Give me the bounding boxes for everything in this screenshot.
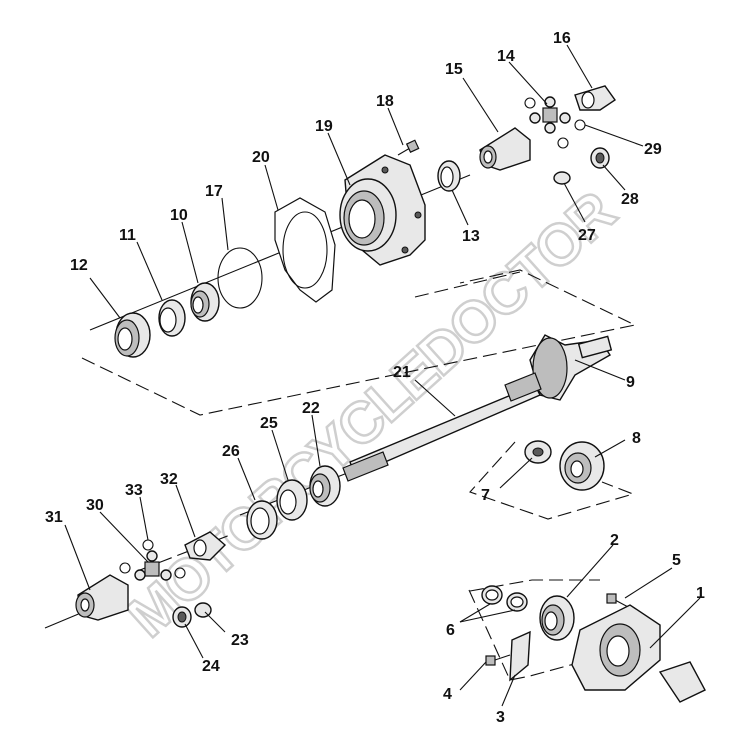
callout-18: 18 <box>376 93 394 110</box>
callout-30: 30 <box>86 497 104 514</box>
part-27-washer <box>553 171 571 185</box>
part-19-bearing-housing <box>339 154 426 266</box>
part-1-housing <box>571 604 706 703</box>
callout-32: 32 <box>160 471 178 488</box>
part-18-bolt <box>397 139 420 156</box>
part-20-gasket <box>274 197 336 303</box>
callout-28: 28 <box>621 191 639 208</box>
leader-lines <box>64 44 701 707</box>
callout-15: 15 <box>445 61 463 78</box>
callout-22: 22 <box>302 400 320 417</box>
part-30-cross-joint <box>134 550 172 581</box>
part-25-bearing <box>276 479 308 521</box>
part-28-nut <box>590 147 610 169</box>
upper-assembly-outline <box>81 269 637 416</box>
callout-26: 26 <box>222 443 240 460</box>
part-9-bevel-gear <box>529 334 613 401</box>
part-21-shaft <box>342 372 542 482</box>
callout-2: 2 <box>610 532 619 549</box>
part-2-bearing <box>539 595 575 641</box>
callout-labels: 1 2 3 4 5 6 7 8 9 10 11 12 13 14 15 16 1… <box>45 30 705 726</box>
part-22-bearing <box>309 465 341 507</box>
callout-20: 20 <box>252 149 270 166</box>
part-31-yoke <box>75 574 129 621</box>
part-7-washer <box>524 440 552 464</box>
part-26-shim <box>246 500 278 540</box>
part-3-plate <box>509 630 531 682</box>
callout-6: 6 <box>446 622 455 639</box>
callout-33: 33 <box>125 482 143 499</box>
callout-25: 25 <box>260 415 278 432</box>
callout-23: 23 <box>231 632 249 649</box>
part-4-bolt <box>485 654 511 666</box>
part-11-retainer <box>158 299 186 337</box>
callout-11: 11 <box>119 227 136 244</box>
upper-assembly-top-edge <box>414 271 521 298</box>
pinion-group-outline <box>469 441 635 520</box>
part-16-yoke <box>574 85 616 111</box>
callout-17: 17 <box>205 183 223 200</box>
callout-3: 3 <box>496 709 505 726</box>
part-8-gear <box>559 441 605 491</box>
callout-10: 10 <box>170 207 188 224</box>
part-5-bolt <box>606 593 631 609</box>
part-24-nut <box>172 606 192 628</box>
part-33-circlips <box>119 539 186 579</box>
callout-21: 21 <box>393 364 411 381</box>
callout-29: 29 <box>644 141 662 158</box>
callout-14: 14 <box>497 48 515 65</box>
callout-12: 12 <box>70 257 88 274</box>
callout-19: 19 <box>315 118 333 135</box>
part-6-washers <box>481 585 528 612</box>
callout-8: 8 <box>632 430 641 447</box>
callout-9: 9 <box>626 374 635 391</box>
callout-1: 1 <box>696 585 705 602</box>
callout-5: 5 <box>672 552 681 569</box>
callout-4: 4 <box>443 686 452 703</box>
part-32-yoke <box>184 531 227 561</box>
housing-group-lower <box>468 589 575 681</box>
part-14-cross-joint <box>529 96 571 134</box>
part-12-bearing <box>114 312 151 358</box>
callout-24: 24 <box>202 658 220 675</box>
callout-7: 7 <box>481 487 490 504</box>
callout-27: 27 <box>578 227 596 244</box>
part-15-yoke <box>479 127 531 171</box>
part-13-washer <box>437 160 461 192</box>
part-10-bearing <box>190 282 220 322</box>
callout-13: 13 <box>462 228 480 245</box>
callout-16: 16 <box>553 30 571 47</box>
part-17-o-ring <box>217 247 263 309</box>
callout-31: 31 <box>45 509 63 526</box>
